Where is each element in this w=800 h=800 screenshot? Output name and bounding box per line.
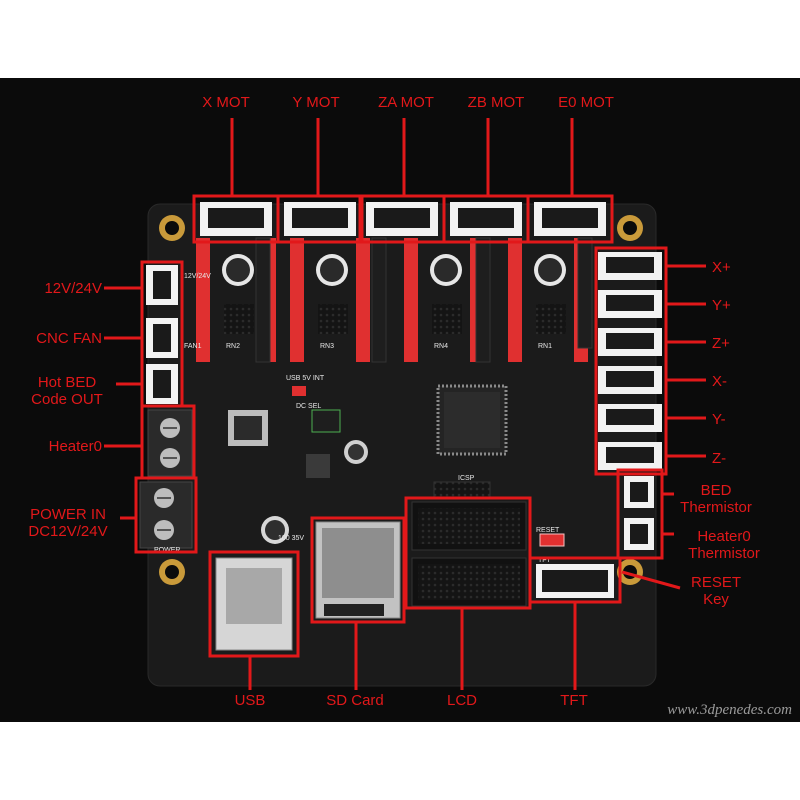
annot-box-thermistors [616, 468, 664, 560]
label-power-in: POWER IN DC12V/24V [28, 506, 108, 540]
lcd-headers [411, 501, 527, 607]
label-hot-bed-code-out: Hot BED Code OUT [31, 374, 103, 408]
driver-socket-left-0 [196, 238, 210, 362]
endstop-connector-slot-2 [606, 333, 654, 349]
mounting-holes [159, 215, 643, 585]
motor-connector-slot-2 [374, 208, 430, 228]
silk-icsp: ICSP [458, 475, 475, 482]
label-heater0: Heater0 [48, 438, 102, 455]
endstop-connector-slot-1 [606, 295, 654, 311]
label-z-plus: Z+ [712, 335, 730, 352]
label-z-minus: Z- [712, 450, 727, 467]
label-heater0-thermistor: Heater0 Thermistor [688, 528, 760, 562]
driver-rn-label-0: RN2 [226, 343, 240, 350]
label-y-mot: Y MOT [292, 94, 340, 111]
annot-box-sd [310, 516, 406, 624]
driver-socket-black-3 [475, 237, 491, 363]
driver-socket-left-2 [404, 238, 418, 362]
motor-connector-slot-1 [292, 208, 348, 228]
silk-fan: FAN1 [184, 343, 202, 350]
label-cnc-fan: CNC FAN [36, 330, 102, 347]
driver-jumpers-0 [224, 304, 254, 334]
board-diagram: RN2 RN3 RN4 RN1 [104, 118, 706, 690]
diagram-stage: RN2 RN3 RN4 RN1 [0, 78, 800, 722]
label-sd-card: SD Card [326, 692, 384, 709]
driver-rn-label-1: RN3 [320, 343, 334, 350]
motor-connectors [200, 202, 606, 236]
label-reset-key: RESET Key [690, 574, 741, 608]
thermistor-connectors [624, 476, 654, 550]
label-bed-thermistor: BED Thermistor [680, 482, 752, 516]
mcu-chip [436, 384, 508, 456]
label-za-mot: ZA MOT [378, 94, 434, 111]
driver-socket-black-1 [255, 237, 271, 363]
tft-connector [536, 564, 614, 598]
endstop-connector-slot-5 [606, 447, 654, 463]
silk-12v24v: 12V/24V [184, 273, 211, 280]
driver-jumpers-1 [318, 304, 348, 334]
silk-dc-sel: DC SEL [296, 403, 321, 410]
annot-line-reset [621, 570, 681, 590]
annot-box-endstops [594, 246, 668, 476]
driver-socket-right-1 [356, 238, 370, 362]
endstop-connector-slot-3 [606, 371, 654, 387]
motor-connector-slot-3 [458, 208, 514, 228]
driver-cap-top-1 [320, 258, 344, 282]
driver-rn-label-3: RN1 [538, 343, 552, 350]
label-e0-mot: E0 MOT [558, 94, 614, 111]
driver-jumpers-3 [536, 304, 566, 334]
sd-card-slot [315, 521, 401, 619]
label-lcd: LCD [446, 692, 477, 709]
driver-sockets: RN2 RN3 RN4 RN1 [196, 237, 593, 363]
left-connectors [139, 265, 193, 549]
label-y-plus: Y+ [712, 297, 731, 314]
driver-socket-extra [577, 237, 593, 349]
power-components [228, 386, 368, 478]
silk-tft: TFT [538, 557, 552, 564]
endstop-connector-slot-0 [606, 257, 654, 273]
label-usb: USB [234, 692, 266, 709]
endstop-connector-slot-4 [606, 409, 654, 425]
driver-cap-top-2 [434, 258, 458, 282]
annot-box-usb [208, 550, 300, 658]
motor-connector-slot-0 [208, 208, 264, 228]
motor-connector-slot-4 [542, 208, 598, 228]
annot-box-power [134, 476, 198, 554]
driver-rn-label-2: RN4 [434, 343, 448, 350]
driver-socket-left-1 [290, 238, 304, 362]
label-tft: TFT [560, 692, 588, 709]
annot-box-motor-1 [276, 194, 364, 244]
driver-socket-black-2 [371, 237, 387, 363]
driver-cap-top-3 [538, 258, 562, 282]
label-y-minus: Y- [712, 411, 726, 428]
driver-cap-top-0 [226, 258, 250, 282]
reset-key [539, 533, 565, 547]
annot-box-motor-4 [526, 194, 614, 244]
driver-jumpers-2 [432, 304, 462, 334]
label-12v-24v: 12V/24V [44, 280, 102, 297]
driver-socket-left-3 [508, 238, 522, 362]
capacitor-3 [261, 516, 289, 544]
silk-cap: 100 35V [278, 535, 304, 542]
usb-port [215, 557, 293, 651]
silk-reset: RESET [536, 527, 560, 534]
label-x-plus: X+ [712, 259, 731, 276]
label-x-mot: X MOT [202, 94, 250, 111]
silk-usb-sel: USB 5V INT [286, 375, 325, 382]
label-x-minus: X- [712, 373, 727, 390]
annotation-lines [104, 118, 706, 690]
watermark: www.3dpenedes.com [667, 702, 792, 718]
annot-box-lcd [404, 496, 532, 610]
label-zb-mot: ZB MOT [467, 94, 525, 111]
icsp-header [433, 481, 491, 499]
endstop-connectors [598, 252, 662, 470]
